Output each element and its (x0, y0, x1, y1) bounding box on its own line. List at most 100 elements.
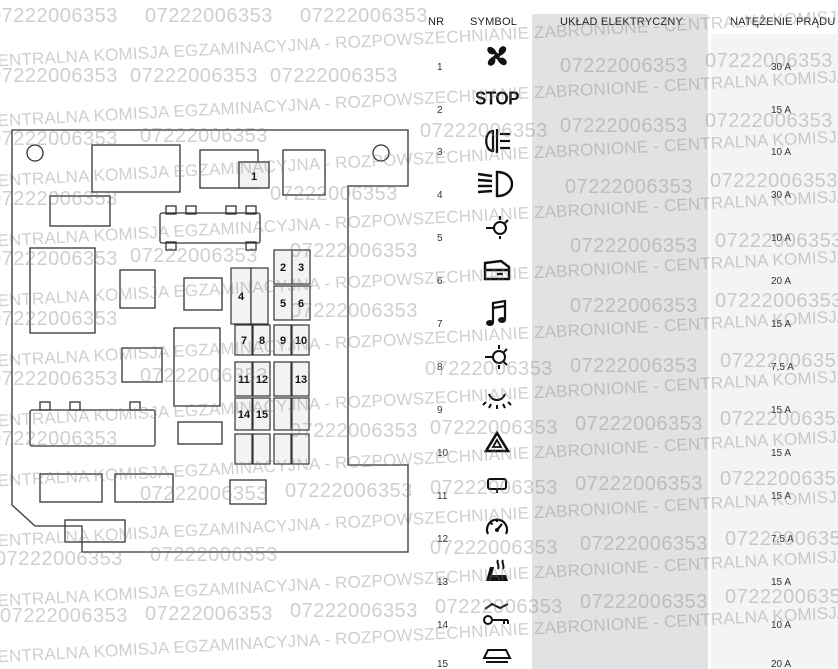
fuse-slot-blank (252, 433, 271, 465)
fan-icon (475, 41, 519, 71)
row-nr: 13 (437, 577, 449, 588)
connector (29, 409, 156, 447)
fuse-slot-blank (273, 361, 292, 397)
fuse-label: 13 (295, 374, 307, 386)
fuse-label: 7 (241, 335, 247, 347)
table-row: 1 30 A (420, 37, 838, 79)
table-row: 8 7,5 A (420, 337, 838, 379)
fuse-label: 12 (256, 374, 268, 386)
mount-hole-left (26, 144, 44, 162)
table-row: 2 STOP 15 A (420, 80, 838, 122)
row-amp: 10 A (771, 620, 792, 631)
natezenie-column-bg (711, 34, 838, 669)
row-nr: 1 (437, 62, 443, 73)
music-note-icon (475, 298, 519, 328)
mount-hole-right (372, 144, 390, 162)
row-nr: 11 (437, 491, 448, 502)
fuse-slot-10 (291, 324, 310, 356)
stop-icon-text: STOP (475, 88, 519, 109)
fuse-label: 2 (280, 262, 286, 274)
row-nr: 14 (437, 620, 449, 631)
row-amp: 15 A (771, 448, 792, 459)
fuse-slot-blank (273, 397, 292, 431)
connector-pin (165, 205, 177, 215)
relay (91, 144, 181, 193)
fuse-label: 4 (238, 291, 245, 303)
connector-pin (165, 241, 177, 251)
mirror-icon (475, 470, 519, 500)
fuse-slot-14 (234, 397, 253, 431)
row-amp: 15 A (771, 105, 792, 116)
fuse-slot-blank (273, 433, 292, 465)
connector (64, 519, 126, 543)
connector (114, 473, 174, 503)
stop-light-icon: STOP (475, 84, 519, 114)
fuse-slot-11 (234, 361, 253, 397)
table-row: 13 15 A (420, 552, 838, 594)
row-amp: 30 A (771, 62, 792, 73)
row-nr: 12 (437, 534, 449, 545)
speedometer-icon (475, 513, 519, 543)
hazard-triangle-icon (475, 427, 519, 457)
header-natezenie: NATĘŻENIE PRĄDU (730, 16, 836, 28)
fuse-slot-8 (252, 324, 271, 356)
fuse-slot-blank (250, 267, 269, 325)
connector (39, 473, 103, 503)
table-row: 5 10 A (420, 208, 838, 250)
table-row: 12 7,5 A (420, 509, 838, 551)
table-row: 14 10 A (420, 595, 838, 637)
fuse-label: 8 (259, 335, 265, 347)
table-row: 3 10 A (420, 122, 838, 164)
connector-pin (129, 401, 141, 411)
header-nr: NR (428, 16, 445, 28)
fuse-slot-13 (291, 361, 310, 397)
relay (183, 277, 223, 311)
car-door-icon (475, 255, 519, 285)
table-row: 7 15 A (420, 294, 838, 336)
table-row: 6 20 A (420, 251, 838, 293)
table-row: 4 30 A (420, 165, 838, 207)
row-nr: 15 (437, 659, 449, 669)
row-nr: 8 (437, 362, 443, 373)
row-amp: 20 A (771, 659, 792, 669)
relay (173, 327, 221, 407)
horn-key-icon (475, 599, 519, 629)
fuse-label: 9 (280, 335, 286, 347)
fuse-slot-blank (291, 433, 310, 465)
uklad-column-bg (532, 14, 708, 669)
position-light-icon (475, 341, 519, 371)
fuse-slot-blank (291, 397, 310, 431)
fuse-label: 11 (238, 374, 250, 386)
fuse-slot-1 (238, 161, 270, 189)
fuse-label: 14 (238, 409, 251, 421)
fuse-slot-12 (252, 361, 271, 397)
fuse-slot-7 (234, 324, 253, 356)
fuse-label: 15 (256, 409, 268, 421)
spare-slot (229, 479, 267, 505)
row-amp: 30 A (771, 190, 792, 201)
fuse-label: 3 (298, 262, 304, 274)
fuse-label: 5 (280, 298, 286, 310)
connector (159, 212, 261, 244)
row-amp: 7,5 A (771, 534, 794, 545)
fuse-slot-15 (252, 397, 271, 431)
row-nr: 10 (437, 448, 449, 459)
row-nr: 4 (437, 190, 443, 201)
headlight-icon (475, 169, 519, 199)
row-nr: 9 (437, 405, 443, 416)
fuse-slot-6 (291, 285, 311, 321)
car-lift-icon (475, 638, 519, 668)
row-amp: 15 A (771, 491, 792, 502)
rear-fog-light-icon (475, 126, 519, 156)
connector-pin (39, 401, 51, 411)
indicator-icon (475, 212, 519, 242)
row-nr: 2 (437, 105, 443, 116)
connector-pin (225, 205, 237, 215)
fuse-box-diagram: 1 2 3 4 5 6 7 8 9 10 11 12 13 14 15 (11, 129, 409, 553)
row-nr: 3 (437, 147, 443, 158)
table-row: 9 15 A (420, 380, 838, 422)
connector-pin (69, 401, 81, 411)
connector (177, 421, 223, 445)
fuse-label: 10 (295, 335, 307, 347)
